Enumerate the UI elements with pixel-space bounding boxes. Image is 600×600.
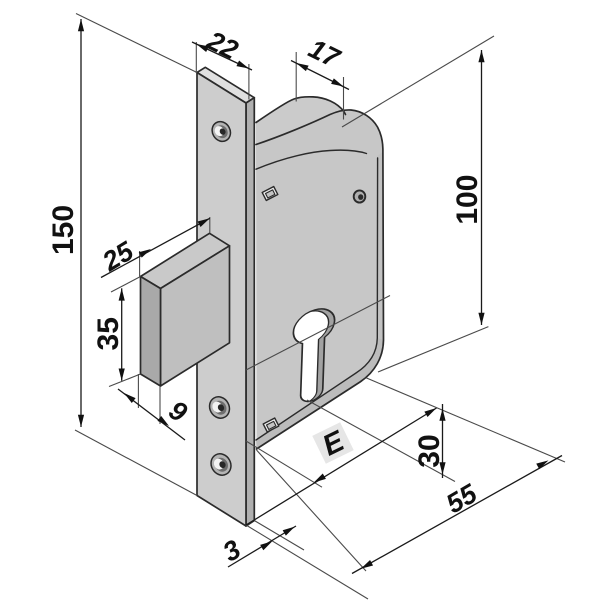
svg-text:3: 3 [218, 534, 246, 567]
svg-text:9: 9 [164, 395, 192, 428]
svg-text:55: 55 [441, 478, 483, 519]
svg-text:22: 22 [202, 25, 243, 66]
svg-text:30: 30 [413, 434, 446, 467]
svg-text:150: 150 [47, 205, 80, 255]
svg-text:100: 100 [451, 175, 484, 225]
svg-text:35: 35 [92, 317, 125, 350]
svg-text:17: 17 [304, 33, 346, 74]
svg-text:25: 25 [97, 235, 140, 277]
